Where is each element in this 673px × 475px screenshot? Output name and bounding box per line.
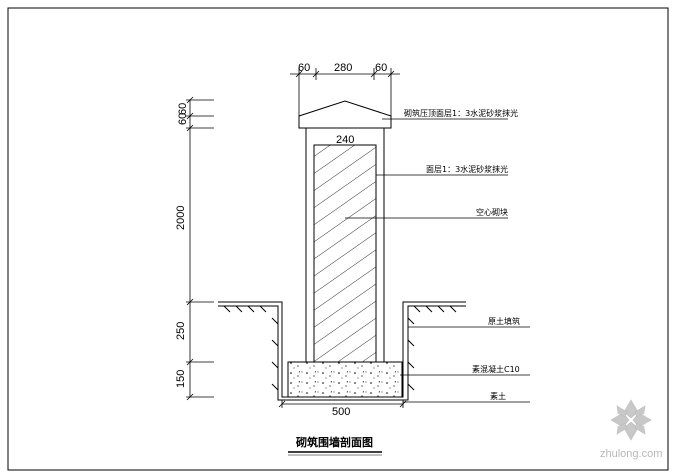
dim-left-3: 2000 <box>175 206 187 230</box>
dim-left-1: 60 <box>177 103 189 115</box>
callout-leaders <box>345 118 530 403</box>
top-dimension <box>290 68 400 116</box>
callout-surface: 面层1：3水泥砂浆抹光 <box>426 164 508 174</box>
dim-top-left: 60 <box>298 62 310 74</box>
dim-left-2: 60 <box>177 113 189 125</box>
concrete-footing <box>287 361 403 398</box>
watermark-logo-icon <box>610 399 652 441</box>
callout-backfill: 原土填筑 <box>488 316 520 326</box>
dim-left-5: 150 <box>175 370 187 388</box>
callout-block: 空心砌块 <box>476 207 508 217</box>
callout-concrete: 素混凝土C10 <box>472 364 520 374</box>
drawing-title: 砌筑围墙剖面图 <box>295 435 373 449</box>
dim-left-4: 250 <box>175 322 187 340</box>
callout-soil: 素土 <box>490 391 506 401</box>
watermark-text: zhulong.com <box>600 448 662 460</box>
dim-top-middle: 280 <box>334 62 352 74</box>
dim-inner: 240 <box>336 134 354 146</box>
callout-coping: 砌筑压顶面层1：3水泥砂浆抹光 <box>404 108 518 118</box>
dim-bottom: 500 <box>332 406 350 418</box>
sheet-border <box>7 7 669 471</box>
wall-coping <box>298 100 392 129</box>
wall-hatch <box>313 144 377 363</box>
bottom-dimension <box>278 400 407 408</box>
left-dimension-chain <box>186 96 214 401</box>
dim-top-right: 60 <box>375 62 387 74</box>
